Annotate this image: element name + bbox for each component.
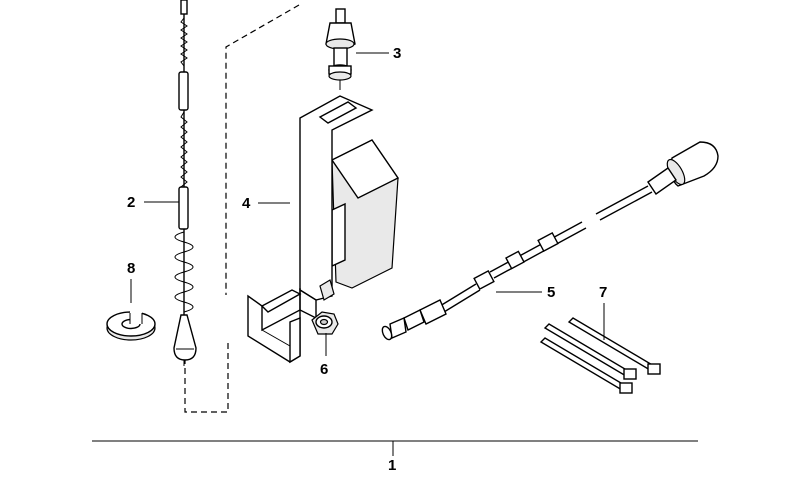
leader-lines [92,52,698,456]
callout-2: 2 [127,194,135,211]
antenna-cable [381,141,719,341]
assembly-boundary [184,4,300,413]
callout-8: 8 [127,260,135,277]
callout-7: 7 [599,284,607,301]
hex-nut [311,311,339,335]
callout-6: 6 [320,361,328,378]
antenna-mast [173,0,197,366]
callout-4: 4 [242,195,251,212]
callout-5: 5 [547,284,555,301]
cable-ties [539,317,661,394]
washer [106,310,156,341]
antenna-connector [325,8,356,90]
amplifier-bracket [247,95,400,364]
callout-3: 3 [393,45,401,62]
callout-1: 1 [388,457,396,473]
